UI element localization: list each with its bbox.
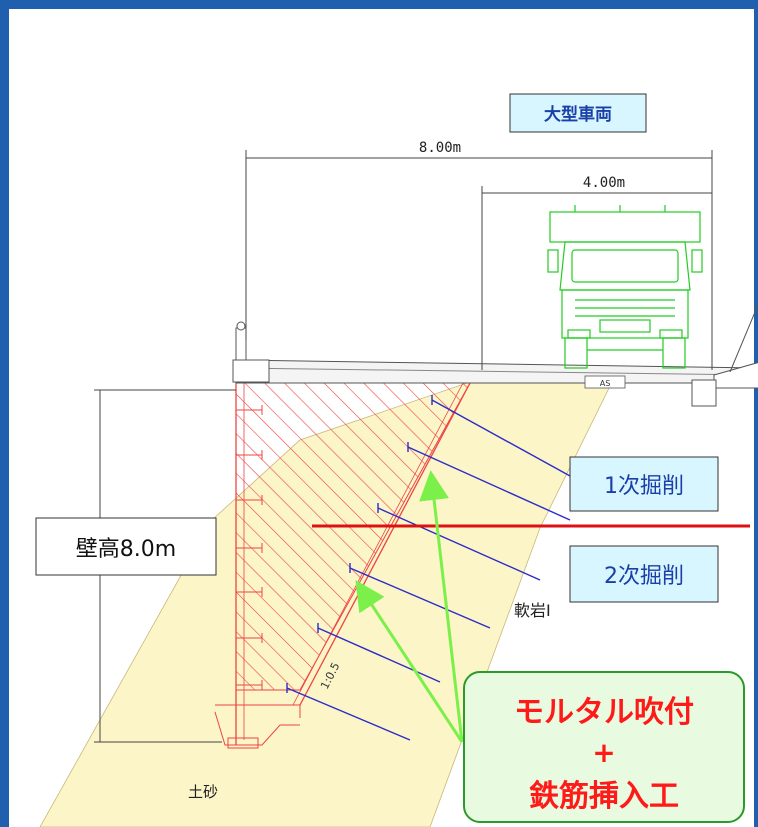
soil-label: 土砂	[188, 783, 218, 801]
truck-label-box	[509, 93, 647, 133]
method-plus: +	[592, 736, 615, 769]
asphalt-box	[584, 375, 626, 389]
excavation-2-box	[569, 545, 719, 603]
dimension-total-width: 8.00m	[419, 140, 461, 156]
asphalt-label: AS	[600, 379, 611, 388]
method-line1: モルタル吹付	[514, 695, 694, 730]
rock-anchors	[286, 395, 591, 741]
slope-line-inner	[292, 382, 464, 706]
right-structure	[691, 303, 758, 407]
excavation-1-label: 1次掘削	[604, 474, 684, 499]
dimension-lane-width: 4.00m	[583, 175, 625, 191]
excavation-1-box	[569, 456, 719, 512]
callout-arrows	[355, 470, 464, 743]
slope-line-outer	[299, 382, 471, 706]
truck-label: 大型車両	[544, 104, 612, 125]
wall-height-label: 壁高8.0m	[76, 537, 176, 562]
method-line2: 鉄筋挿入工	[529, 779, 679, 814]
wall-height-box	[35, 517, 217, 576]
guard-post	[232, 321, 270, 383]
soft-rock-label: 軟岩Ⅰ	[514, 601, 551, 620]
truck-icon	[547, 205, 703, 369]
method-callout-box	[463, 671, 745, 823]
dimension-lines	[94, 150, 713, 743]
excavation-2-label: 2次掘削	[604, 564, 684, 589]
wall-weep-ticks	[236, 405, 263, 690]
